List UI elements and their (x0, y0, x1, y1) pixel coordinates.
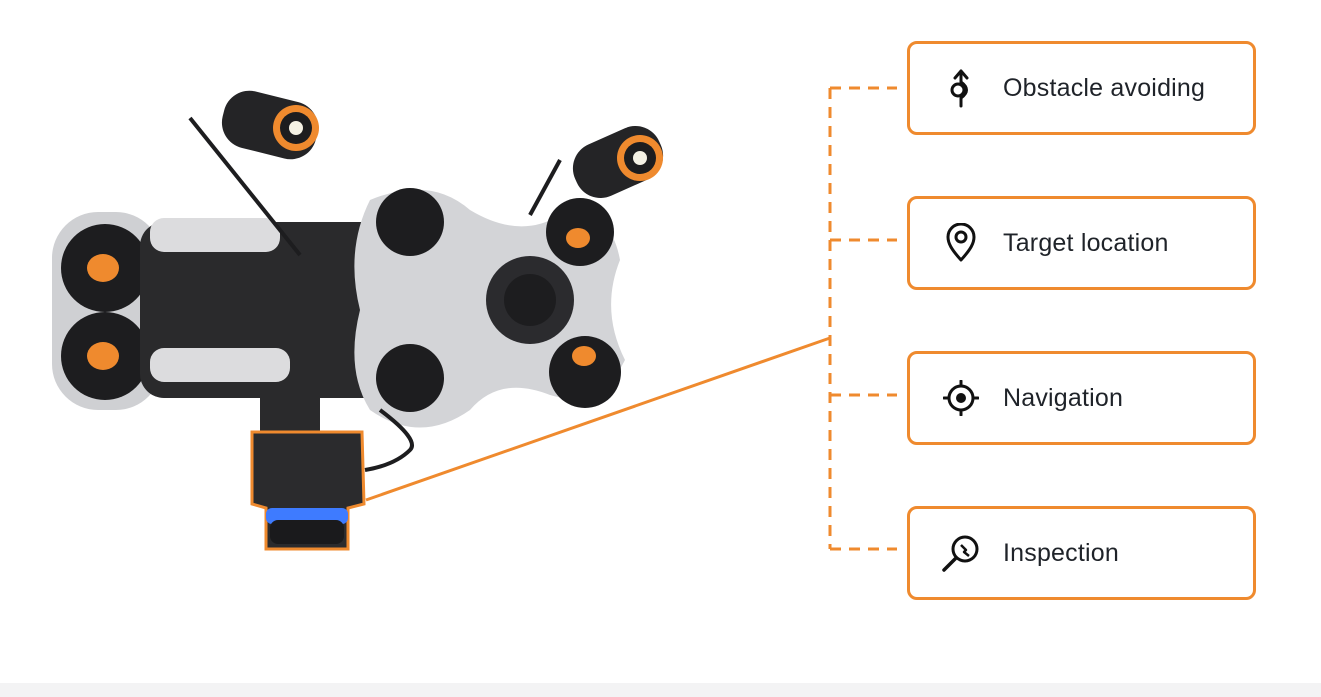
feature-label: Target location (1003, 228, 1169, 257)
sensor-pointer-line (365, 336, 831, 502)
bottom-strip (0, 683, 1321, 697)
obstacle-avoid-icon (941, 68, 981, 108)
drone-illustration (52, 86, 897, 551)
feature-card-inspection: Inspection (907, 506, 1256, 600)
drone-body (52, 188, 625, 428)
magnifier-inspection-icon (941, 533, 981, 573)
drone-lights (188, 90, 664, 257)
crosshair-icon (941, 378, 981, 418)
feature-label: Obstacle avoiding (1003, 73, 1206, 102)
feature-card-target-location: Target location (907, 196, 1256, 290)
location-pin-icon (941, 223, 981, 263)
feature-label: Navigation (1003, 383, 1124, 412)
sensor-module (250, 395, 414, 551)
dashed-connector (828, 86, 897, 551)
feature-label: Inspection (1003, 538, 1119, 567)
feature-card-obstacle-avoiding: Obstacle avoiding (907, 41, 1256, 135)
feature-card-navigation: Navigation (907, 351, 1256, 445)
stage: Obstacle avoiding Target location Naviga… (52, 41, 1256, 600)
